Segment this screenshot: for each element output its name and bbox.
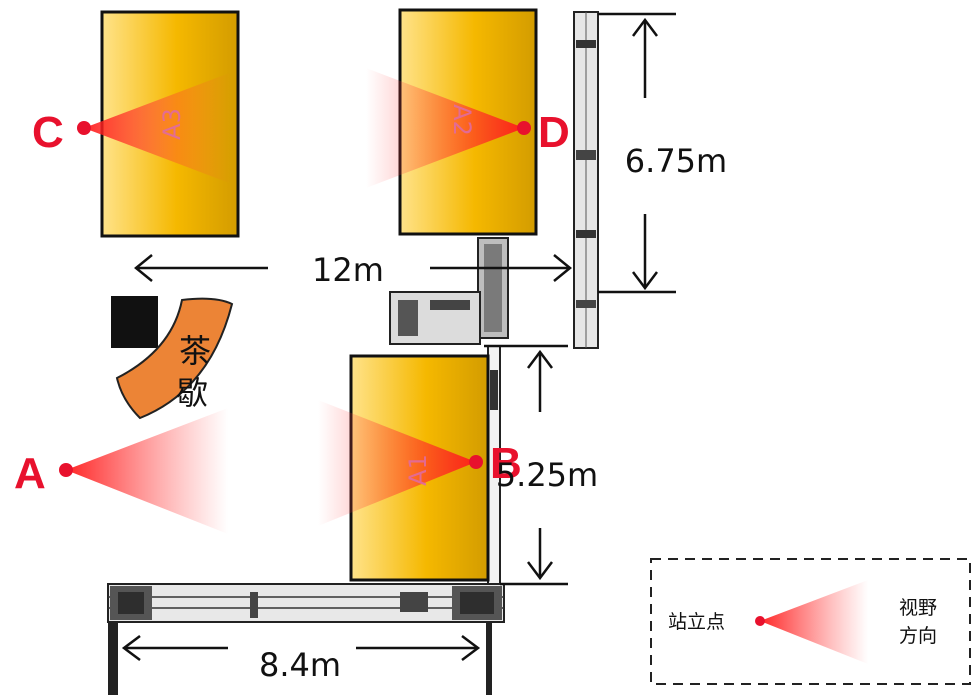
dimension-6-75m	[598, 12, 676, 294]
dimension-5-25m-label: 5.25m	[496, 456, 598, 494]
view-cone-a	[66, 408, 228, 534]
dimension-5-25m	[484, 344, 568, 586]
dimension-8-4m-label: 8.4m	[259, 646, 341, 684]
legend-view-cone	[760, 580, 868, 664]
dimension-12m-label: 12m	[312, 251, 384, 289]
walls	[107, 11, 675, 695]
viewpoint-a-dot	[59, 463, 73, 477]
tea-area-label-2: 歇	[176, 374, 208, 412]
legend-direction-label-2: 方向	[899, 625, 937, 647]
dimension-6-75m-label: 6.75m	[625, 142, 727, 180]
view-cone-d	[366, 68, 524, 188]
viewpoint-b-dot	[469, 455, 483, 469]
legend-point-label: 站立点	[668, 611, 725, 633]
room-a3-label: A3	[158, 108, 186, 140]
viewpoint-b-label: B	[490, 439, 522, 488]
viewpoint-d-label: D	[538, 108, 570, 157]
viewpoint-a-label: A	[14, 449, 46, 498]
legend-direction-label-1: 视野	[899, 597, 937, 619]
dimension-12m	[134, 254, 572, 282]
room-a1-label: A1	[404, 454, 432, 486]
room-a2-label: A2	[448, 104, 476, 136]
viewpoint-c-label: C	[32, 108, 64, 157]
legend: 站立点 视野 方向	[650, 558, 971, 685]
viewpoint-d-dot	[517, 121, 531, 135]
tea-area-label-1: 茶	[179, 332, 211, 370]
legend-point-dot	[755, 616, 765, 626]
view-cone-b	[318, 400, 476, 526]
viewpoint-c-dot	[77, 121, 91, 135]
tea-area	[115, 297, 234, 420]
dimension-8-4m	[121, 635, 481, 661]
view-cone-c	[84, 72, 232, 184]
